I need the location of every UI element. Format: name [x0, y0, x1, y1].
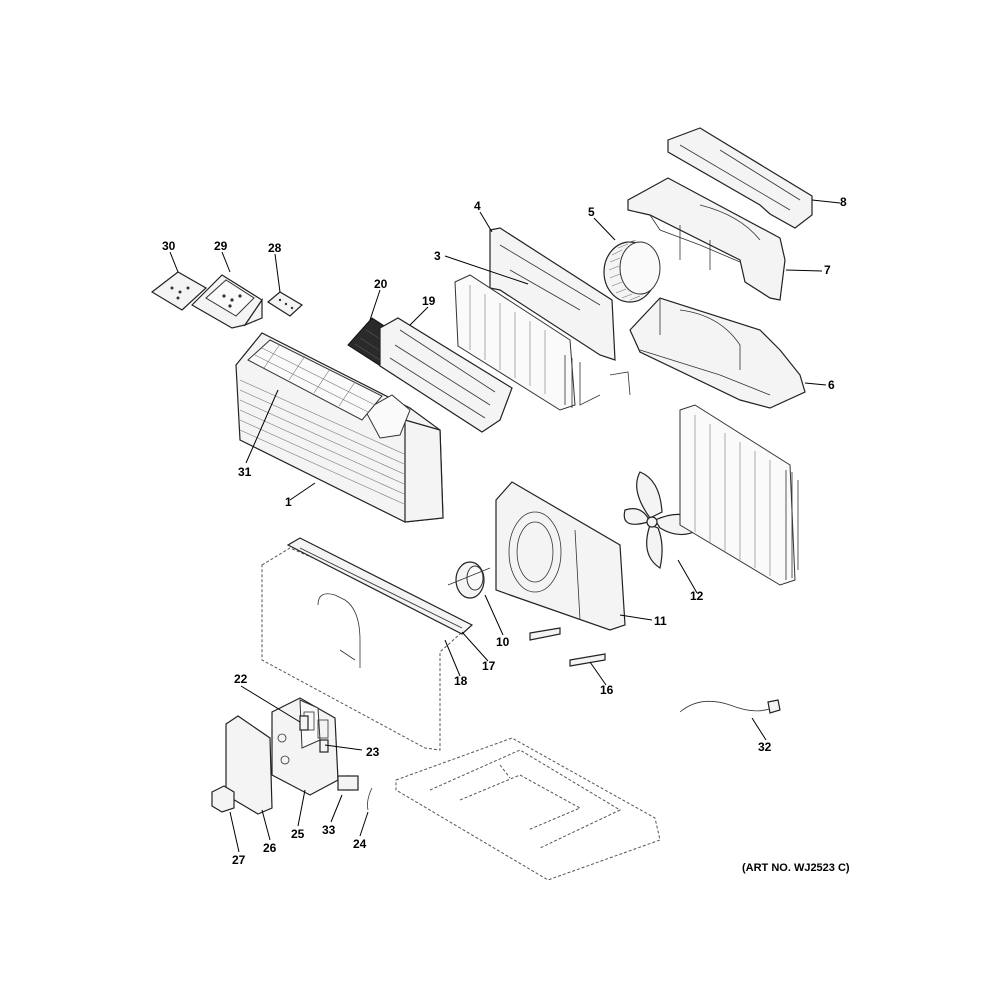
part-5-blower-wheel[interactable] — [603, 239, 661, 303]
part-27-cover-label[interactable] — [211, 785, 235, 813]
condenser-coil — [679, 404, 799, 586]
callout-27: 27 — [232, 853, 246, 867]
callout-4: 4 — [474, 199, 481, 213]
part-19-filter-frame[interactable] — [379, 317, 513, 433]
callout-22: 22 — [234, 672, 248, 686]
callout-labels: 8 7 6 5 4 3 20 19 30 29 28 31 1 12 11 10… — [162, 195, 847, 867]
callout-3: 3 — [434, 249, 441, 263]
part-25-control-box[interactable] — [271, 697, 339, 796]
callout-6: 6 — [828, 378, 835, 392]
leader-lines — [169, 199, 841, 853]
part-16-brackets[interactable] — [529, 627, 606, 667]
callout-11: 11 — [654, 614, 667, 628]
part-22-relay[interactable] — [299, 715, 309, 731]
callout-17: 17 — [482, 659, 496, 673]
callout-26: 26 — [263, 841, 277, 855]
callout-5: 5 — [588, 205, 595, 219]
callout-7: 7 — [824, 263, 831, 277]
art-number: (ART NO. WJ2523 C) — [742, 862, 850, 874]
part-17-partition-rail[interactable] — [286, 537, 474, 635]
part-32-power-cord[interactable] — [679, 699, 781, 714]
part-28-control-board[interactable] — [266, 291, 304, 317]
part-10-fan-motor[interactable] — [447, 561, 491, 599]
callout-19: 19 — [422, 294, 436, 308]
callout-31: 31 — [238, 465, 252, 479]
callout-18: 18 — [454, 674, 468, 688]
callout-10: 10 — [496, 635, 510, 649]
part-24-wire-harness[interactable] — [367, 787, 373, 811]
part-30-control-label[interactable] — [150, 271, 208, 311]
callout-12: 12 — [690, 589, 704, 603]
callout-25: 25 — [291, 827, 305, 841]
callout-1: 1 — [285, 495, 292, 509]
callout-28: 28 — [268, 241, 282, 255]
callout-29: 29 — [214, 239, 228, 253]
callout-30: 30 — [162, 239, 176, 253]
callout-23: 23 — [366, 745, 380, 759]
part-3-evaporator-coil[interactable] — [454, 274, 631, 411]
base-pan — [395, 737, 661, 881]
callout-33: 33 — [322, 823, 336, 837]
part-8-top-cover[interactable] — [667, 127, 813, 229]
callout-20: 20 — [374, 277, 388, 291]
callout-32: 32 — [758, 740, 772, 754]
callout-16: 16 — [600, 683, 614, 697]
part-23-terminal-block[interactable] — [319, 739, 329, 753]
part-33-capacitor[interactable] — [337, 775, 359, 791]
part-4-evaporator-frame[interactable] — [489, 227, 616, 361]
part-31-intake-grille[interactable] — [247, 339, 383, 421]
callout-8: 8 — [840, 195, 847, 209]
part-11-fan-shroud[interactable] — [495, 481, 626, 631]
part-7-blower-housing[interactable] — [627, 177, 786, 301]
callout-24: 24 — [353, 837, 367, 851]
part-6-blower-base[interactable] — [629, 297, 806, 409]
part-29-control-panel[interactable] — [191, 274, 263, 329]
